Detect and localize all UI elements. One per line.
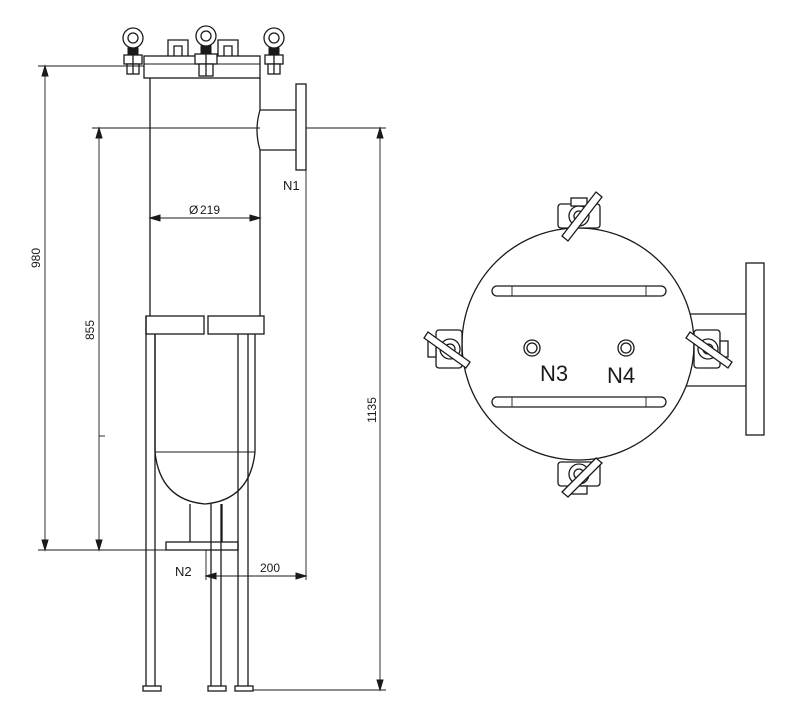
plan-handle-bottom <box>491 396 667 408</box>
inlet-flange <box>295 83 307 171</box>
dim-855-label: 855 <box>83 320 97 340</box>
dim-1135: 1135 <box>253 126 386 692</box>
cover-handle-left <box>167 39 189 56</box>
outlet-flange <box>165 541 239 551</box>
dim-diameter-label: 219 <box>200 203 220 217</box>
nozzle-label-n3: N3 <box>540 361 568 386</box>
diameter-symbol: Ø <box>189 203 198 217</box>
nozzle-label-n4: N4 <box>607 363 635 388</box>
cover-handle-right <box>217 39 239 56</box>
leg-left <box>145 316 156 686</box>
leg-right <box>237 334 249 686</box>
dished-bottom <box>154 451 256 505</box>
lower-shell <box>154 334 256 452</box>
dim-855: 855 <box>83 126 260 552</box>
plan-clamp-right <box>685 329 733 369</box>
plan-handle-top <box>491 285 667 297</box>
nozzle-label-n2: N2 <box>175 564 192 579</box>
support-ring-right <box>207 315 265 335</box>
plan-clamp-left <box>423 329 471 369</box>
dim-980-label: 980 <box>29 248 43 268</box>
plan-shell <box>461 227 695 461</box>
side-view: 980 855 1135 Ø 219 <box>29 25 386 692</box>
support-ring-left <box>145 315 205 335</box>
inlet-nozzle <box>256 109 296 151</box>
outlet-pipe <box>189 504 223 542</box>
leg-center <box>210 504 222 686</box>
foot-left <box>142 685 162 692</box>
dim-200-label: 200 <box>260 561 280 575</box>
dim-980: 980 <box>29 64 166 552</box>
eye-bolt-center <box>194 25 218 77</box>
foot-center <box>207 685 227 692</box>
shell <box>149 78 261 316</box>
plan-clamp-bottom <box>557 457 603 498</box>
foot-right <box>234 685 254 692</box>
top-view: N3 N4 <box>423 191 765 498</box>
plan-clamp-top <box>557 191 603 242</box>
plan-inlet-flange <box>745 262 765 436</box>
port-n3 <box>523 339 541 357</box>
nozzle-label-n1: N1 <box>283 178 300 193</box>
dim-diameter: Ø 219 <box>148 203 262 222</box>
port-n4 <box>617 339 635 357</box>
eye-bolt-left <box>122 27 144 75</box>
dim-1135-label: 1135 <box>365 397 379 423</box>
dim-200: 200 <box>204 170 308 580</box>
eye-bolt-right <box>263 27 285 75</box>
